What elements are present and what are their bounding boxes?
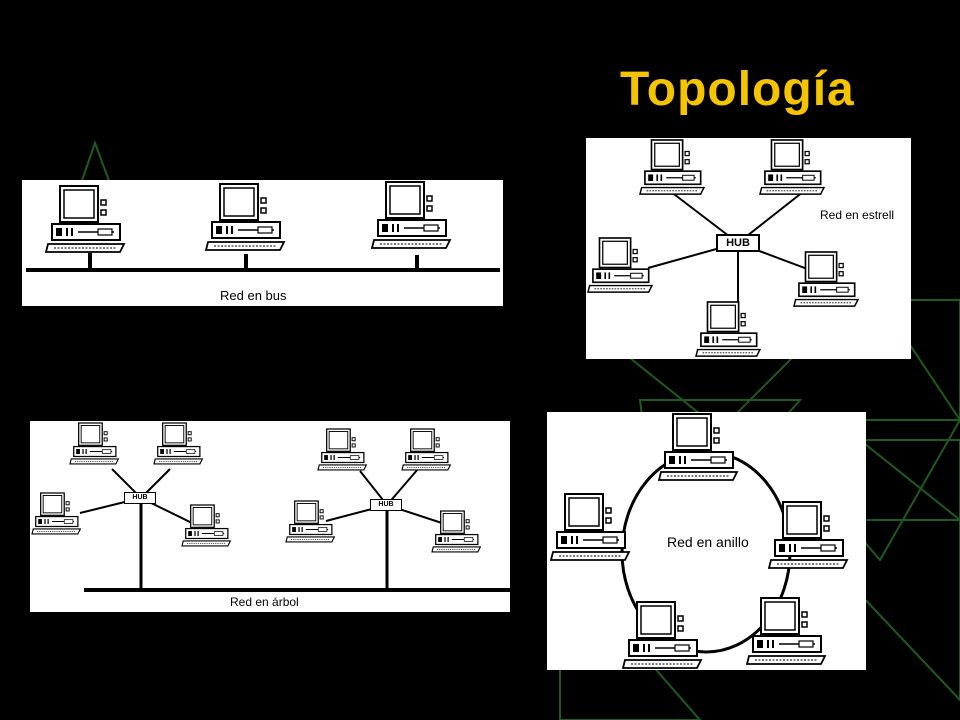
background-triangle [857,439,960,522]
network-cable [737,187,809,244]
computer-icon [745,597,827,665]
computer-icon [204,183,286,251]
computer-icon [401,428,452,471]
bus-network-label: Red en bus [220,288,287,303]
tree-network-diagram: HUB HUB Red en árbol [30,421,510,612]
computer-icon [759,139,826,195]
computer-icon [285,500,336,543]
tree-hub-right-label: HUB [378,501,394,508]
computer-icon [639,139,706,195]
computer-icon [793,251,860,307]
computer-icon [370,181,452,249]
star-hub-label: HUB [726,237,750,249]
computer-icon [695,301,762,357]
star-hub-box: HUB [716,234,760,252]
computer-icon [153,422,204,465]
computer-icon [431,510,482,553]
ring-network-label: Red en anillo [667,534,749,550]
tree-network-label: Red en árbol [230,595,299,609]
bus-network-diagram: Red en bus [22,180,503,306]
background-triangle [787,519,960,702]
tree-hub-left-box: HUB [124,492,156,504]
tree-hub-right-box: HUB [370,499,402,511]
computer-icon [317,428,368,471]
computer-icon [587,237,654,293]
background-triangle [878,299,960,422]
network-cable [665,187,739,244]
slide-title: Topología [620,63,855,116]
computer-icon [181,504,232,547]
tree-hub-left-label: HUB [132,494,148,501]
computer-icon [69,422,120,465]
computer-icon [549,493,631,561]
star-network-diagram: HUB Red en estrell [586,138,911,359]
computer-icon [44,185,126,253]
computer-icon [657,413,739,481]
ring-network-diagram: Red en anillo [547,412,866,670]
computer-icon [31,492,82,535]
computer-icon [621,601,703,669]
star-network-label: Red en estrell [820,208,895,222]
computer-icon [767,501,849,569]
